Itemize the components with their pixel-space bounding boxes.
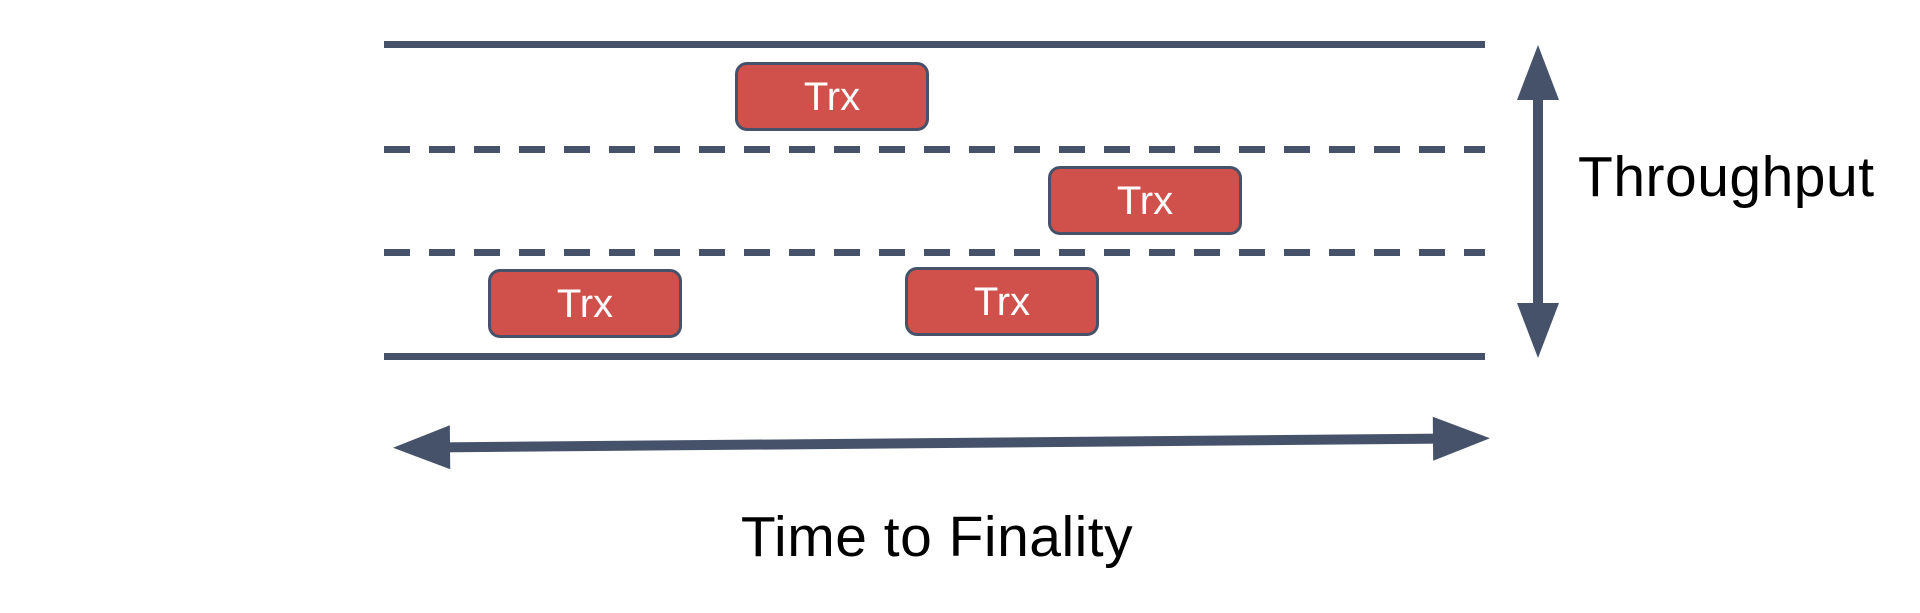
time-to-finality-label: Time to Finality [740, 505, 1134, 569]
trx-box-label: Trx [973, 279, 1031, 324]
time-to-finality-double-arrow-icon [392, 416, 1491, 470]
trx-box-lane1: Trx [735, 62, 929, 131]
trx-box-lane3-right: Trx [905, 267, 1099, 336]
arrowhead-left-icon [392, 425, 451, 470]
trx-box-lane2: Trx [1048, 166, 1242, 235]
arrowhead-right-icon [1432, 416, 1491, 461]
trx-box-label: Trx [556, 281, 614, 326]
throughput-double-arrow-icon [1517, 45, 1559, 358]
trx-box-label: Trx [1116, 178, 1174, 223]
lane-divider-dashed-2 [384, 249, 1485, 256]
horizontal-arrow-shaft [442, 433, 1441, 453]
throughput-label: Throughput [1578, 145, 1875, 209]
arrowhead-down-icon [1517, 303, 1559, 358]
vertical-arrow-shaft [1533, 93, 1543, 310]
trx-box-lane3-left: Trx [488, 269, 682, 338]
trx-box-label: Trx [803, 74, 861, 119]
lane-divider-dashed-1 [384, 146, 1485, 153]
road-top-edge-line [384, 41, 1485, 48]
arrowhead-up-icon [1517, 45, 1559, 100]
road-bottom-edge-line [384, 353, 1485, 360]
